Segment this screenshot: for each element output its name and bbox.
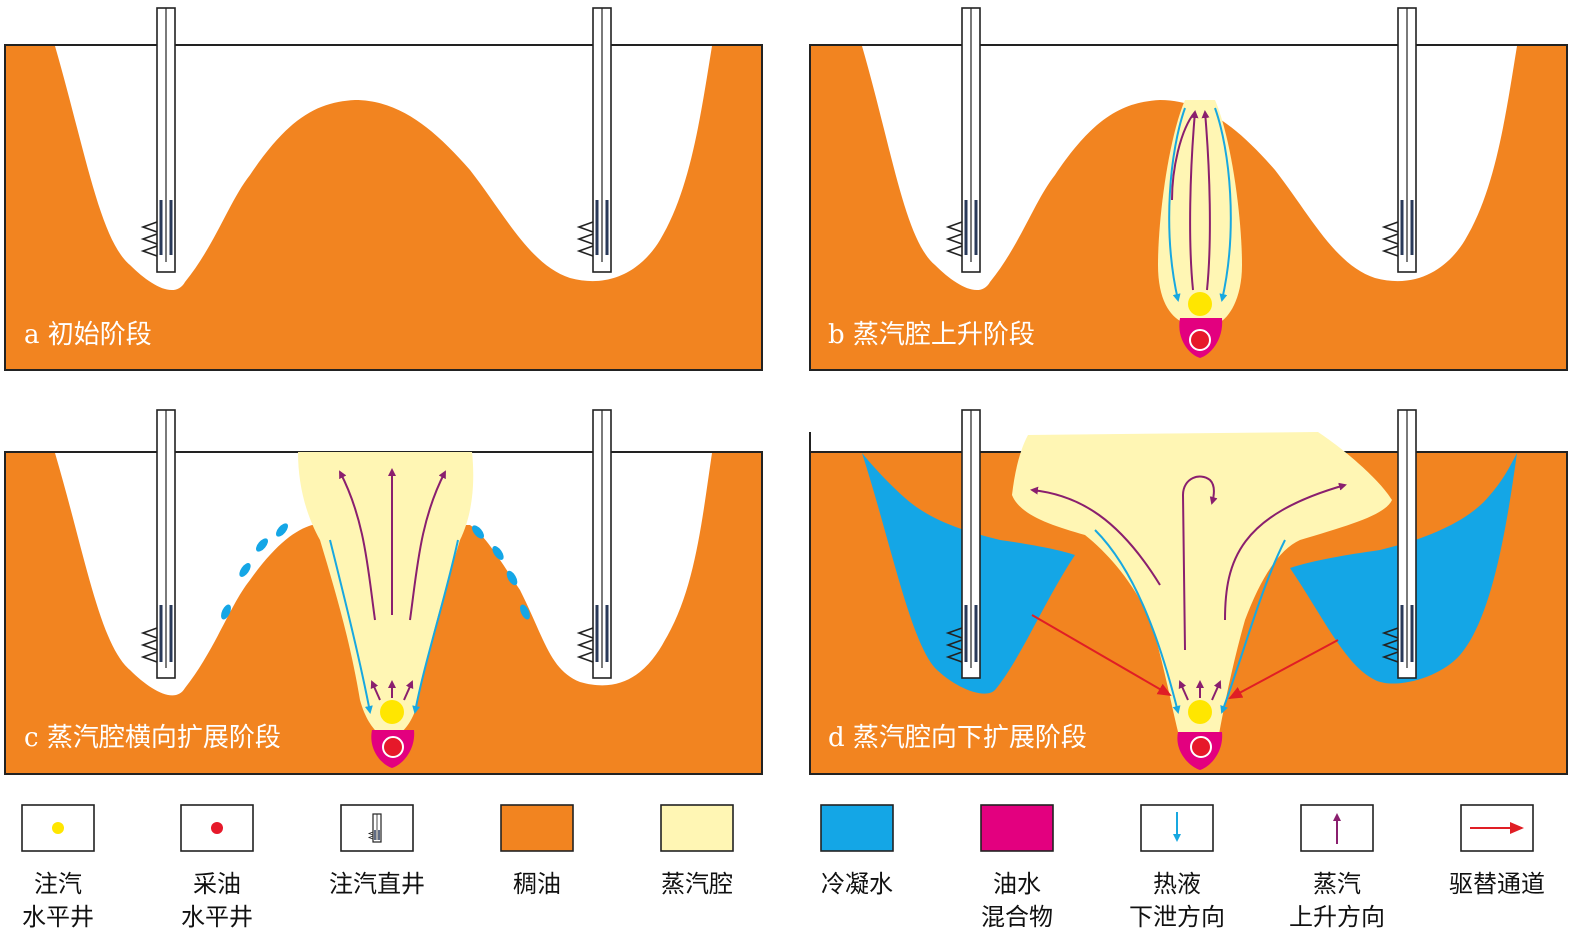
condensate-swatch-icon (820, 804, 894, 852)
legend-liquid-down-line2: 下泄方向 (1129, 903, 1225, 931)
vertical-well-left (945, 409, 981, 679)
panel-d-label: d 蒸汽腔向下扩展阶段 (828, 723, 1087, 753)
legend-injector-line2: 水平井 (22, 903, 94, 931)
panel-a: a 初始阶段 (4, 7, 763, 371)
vertical-well-left (140, 409, 176, 679)
panel-a-pore-space (55, 46, 712, 291)
heavy-oil-swatch-icon (500, 804, 574, 852)
panel-c-label: c 蒸汽腔横向扩展阶段 (24, 723, 281, 753)
panel-b-pore-space (862, 46, 1517, 291)
panel-c: c 蒸汽腔横向扩展阶段 (4, 409, 763, 775)
panel-d-producer (1190, 736, 1212, 758)
panel-c-steam-chamber (298, 452, 474, 735)
legend-drive-channel-line1: 驱替通道 (1449, 870, 1545, 898)
panel-c-injector (380, 700, 404, 724)
legend-vertical-well: 注汽直井 (329, 804, 425, 898)
legend-injector: 注汽 水平井 (21, 804, 95, 931)
vertical-well-right (1381, 7, 1417, 273)
legend-steam-up-line2: 上升方向 (1289, 903, 1385, 931)
legend-steam-chamber: 蒸汽腔 (660, 804, 734, 898)
panel-b-injector (1188, 292, 1212, 316)
legend-producer-line2: 水平井 (181, 903, 253, 931)
panel-c-pore-space (55, 453, 712, 696)
legend-injector-line1: 注汽 (34, 870, 82, 898)
vertical-well-right (576, 409, 612, 679)
panel-b-producer (1189, 329, 1211, 351)
legend-condensate: 冷凝水 (820, 804, 894, 898)
vertical-well-right (576, 7, 612, 273)
legend-heavy-oil: 稠油 (500, 804, 574, 898)
panel-b-steam-chamber (1158, 100, 1242, 322)
injector-swatch-icon (52, 822, 64, 834)
legend-condensate-line1: 冷凝水 (821, 870, 893, 898)
legend-vertical-well-line1: 注汽直井 (329, 870, 425, 898)
legend-steam-up: 蒸汽 上升方向 (1289, 804, 1385, 931)
panel-c-condensate-drops (221, 523, 530, 620)
legend-drive-channel: 驱替通道 (1449, 804, 1545, 898)
vertical-well-swatch-icon (367, 813, 382, 843)
panel-b-label: b 蒸汽腔上升阶段 (828, 320, 1035, 350)
legend-liquid-down-line1: 热液 (1153, 870, 1201, 898)
panel-d-steam-chamber (1012, 432, 1392, 740)
steam-chamber-swatch-icon (660, 804, 734, 852)
legend-producer: 采油 水平井 (180, 804, 254, 931)
panel-c-producer (382, 736, 404, 758)
legend-producer-line1: 采油 (193, 870, 241, 898)
vertical-well-left (945, 7, 981, 273)
producer-swatch-icon (211, 822, 223, 834)
vertical-well-left (140, 7, 176, 273)
panel-d: d 蒸汽腔向下扩展阶段 (809, 409, 1568, 775)
legend-oil-water-line2: 混合物 (981, 903, 1053, 931)
panel-b: b 蒸汽腔上升阶段 (809, 7, 1568, 371)
legend-liquid-down: 热液 下泄方向 (1129, 804, 1225, 931)
oil-water-swatch-icon (980, 804, 1054, 852)
legend: 注汽 水平井 采油 水平井 注汽直井 稠油 (21, 804, 1545, 931)
legend-oil-water-line1: 油水 (993, 870, 1041, 898)
vertical-well-right (1381, 409, 1417, 679)
legend-oil-water: 油水 混合物 (980, 804, 1054, 931)
panel-d-injector (1188, 700, 1212, 724)
panel-a-label: a 初始阶段 (24, 320, 152, 350)
legend-steam-chamber-line1: 蒸汽腔 (661, 870, 733, 898)
legend-heavy-oil-line1: 稠油 (513, 870, 561, 898)
legend-steam-up-line1: 蒸汽 (1313, 870, 1361, 898)
